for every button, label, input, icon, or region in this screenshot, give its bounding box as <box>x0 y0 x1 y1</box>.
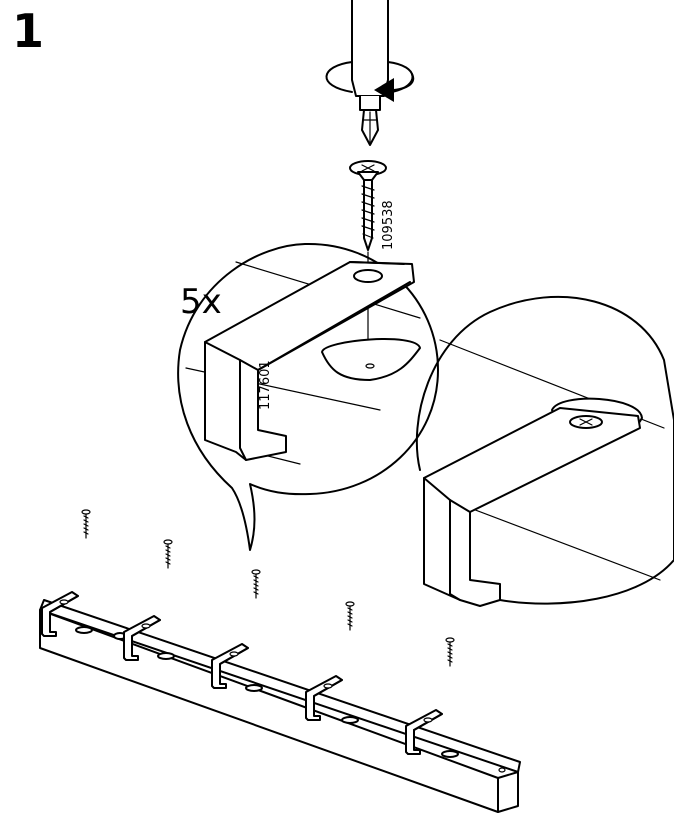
rotation-arrow-icon <box>325 61 415 102</box>
screw-icon <box>349 160 387 251</box>
detail-callout-right <box>415 295 674 607</box>
step-number: 1 <box>12 4 45 58</box>
bracket-part-number: 117601 <box>258 360 273 410</box>
detail-callout-left <box>177 242 439 551</box>
rail-icon <box>39 599 521 813</box>
screw-part-number: 109538 <box>381 200 396 250</box>
rail-brackets <box>41 509 459 758</box>
screwdriver-icon <box>351 0 389 146</box>
quantity-label: 5x <box>180 282 222 322</box>
